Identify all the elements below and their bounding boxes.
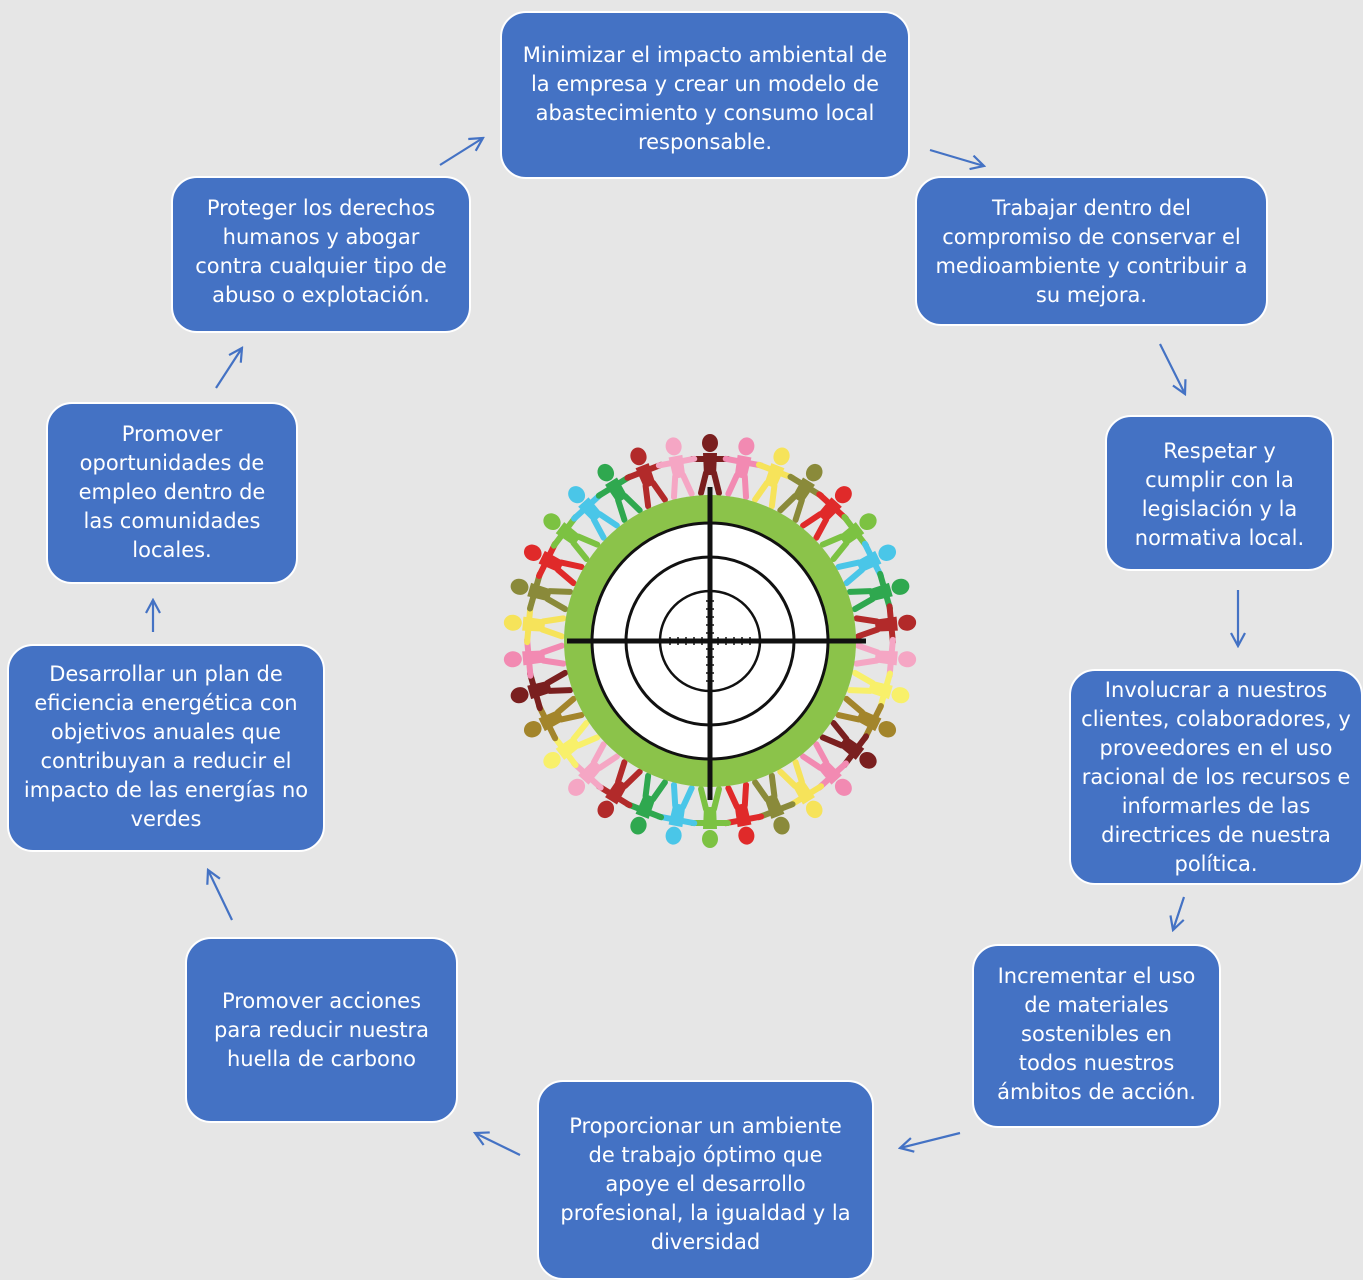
step-6-box: Proporcionar un ambiente de trabajo ópti…	[537, 1080, 874, 1280]
person-figure	[655, 437, 698, 501]
step-8-box: Desarrollar un plan de eficiencia energé…	[7, 644, 325, 852]
person-figure	[777, 759, 825, 819]
people-ring	[503, 434, 917, 848]
step-2-box: Trabajar dentro del compromiso de conser…	[915, 176, 1268, 326]
person-figure	[595, 463, 643, 523]
person-figure	[752, 772, 796, 835]
arrow-6-7	[475, 1133, 521, 1156]
person-figure	[819, 720, 877, 769]
person-figure	[853, 636, 917, 679]
step-3-text: Respetar y cumplir con la legislación y …	[1134, 439, 1305, 550]
arrow-4-5	[1173, 896, 1186, 930]
person-figure	[543, 720, 601, 769]
person-figure	[835, 695, 897, 742]
person-figure	[689, 786, 731, 848]
arrow-2-3	[1159, 343, 1185, 394]
crosshair-ticks	[669, 600, 751, 682]
person-figure	[722, 781, 765, 845]
person-figure	[624, 772, 668, 835]
arrow-1-2	[929, 148, 984, 166]
person-figure	[777, 463, 825, 523]
person-figure	[568, 741, 620, 796]
person-figure	[722, 437, 765, 501]
arrow-9-10	[215, 348, 242, 389]
step-2-text: Trabajar dentro del compromiso de conser…	[935, 196, 1248, 307]
step-8-text: Desarrollar un plan de eficiencia energé…	[23, 662, 309, 831]
step-10-box: Proteger los derechos humanos y abogar c…	[171, 176, 471, 333]
person-figure	[523, 695, 585, 742]
step-9-text: Promover oportunidades de empleo dentro …	[78, 422, 266, 562]
person-figure	[543, 513, 601, 562]
person-figure	[510, 669, 574, 712]
person-figure	[595, 759, 643, 819]
step-4-box: Involucrar a nuestros clientes, colabora…	[1069, 669, 1363, 885]
person-figure	[800, 741, 852, 796]
step-1-text: Minimizar el impacto ambiental de la emp…	[522, 43, 888, 154]
step-7-text: Promover acciones para reducir nuestra h…	[213, 989, 429, 1071]
person-figure	[624, 447, 668, 510]
step-10-text: Proteger los derechos humanos y abogar c…	[195, 196, 447, 307]
person-figure	[503, 603, 567, 646]
person-figure	[819, 513, 877, 562]
step-5-box: Incrementar el uso de materiales sosteni…	[972, 944, 1221, 1128]
person-figure	[523, 540, 585, 587]
step-7-box: Promover acciones para reducir nuestra h…	[185, 937, 458, 1123]
step-5-text: Incrementar el uso de materiales sosteni…	[997, 964, 1196, 1104]
arrow-7-8	[208, 870, 233, 921]
arrow-10-1	[439, 138, 483, 166]
person-figure	[846, 669, 910, 712]
arrow-5-6	[900, 1131, 961, 1148]
person-figure	[689, 434, 731, 496]
person-figure	[800, 486, 852, 541]
person-figure	[510, 570, 574, 613]
step-3-box: Respetar y cumplir con la legislación y …	[1105, 415, 1334, 571]
person-figure	[853, 603, 917, 646]
step-4-text: Involucrar a nuestros clientes, colabora…	[1081, 678, 1351, 876]
step-9-box: Promover oportunidades de empleo dentro …	[46, 402, 298, 584]
person-figure	[835, 540, 897, 587]
person-figure	[503, 636, 567, 679]
person-figure	[655, 781, 698, 845]
person-figure	[752, 447, 796, 510]
person-figure	[846, 570, 910, 613]
person-figure	[568, 486, 620, 541]
step-6-text: Proporcionar un ambiente de trabajo ópti…	[560, 1114, 851, 1254]
step-1-box: Minimizar el impacto ambiental de la emp…	[500, 11, 910, 179]
